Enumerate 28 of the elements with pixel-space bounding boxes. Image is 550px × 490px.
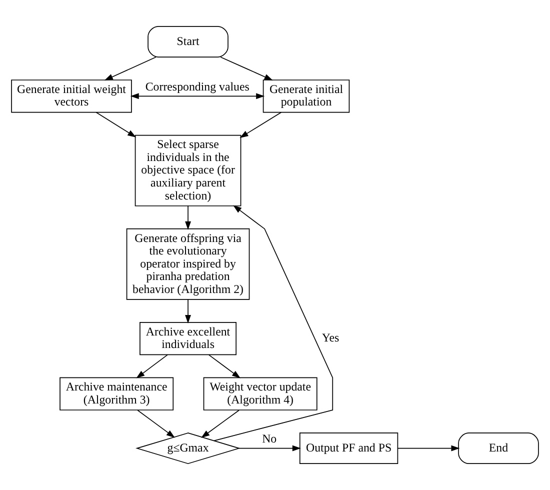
arrow: [185, 299, 191, 324]
arrow: [208, 354, 240, 378]
node-box: End: [458, 432, 539, 464]
edge-label: No: [262, 432, 277, 446]
node-box: Select sparse individuals in the objective space (for auxiliary parent selection): [134, 134, 242, 206]
arrow: [137, 410, 175, 438]
edge-label: Yes: [322, 330, 340, 345]
node-box: Generate initial population: [262, 80, 350, 113]
node-box: Start: [148, 26, 228, 58]
node-box: Weight vector update (Algorithm 4): [203, 377, 318, 410]
arrow: [238, 445, 301, 452]
arrow: [220, 56, 273, 80]
arrow: [397, 445, 460, 452]
node-box: Generate offspring via the evolutionary operator inspired by piranha predation behavior (Algorithm 2): [126, 228, 250, 300]
node-box: Archive excellent individuals: [140, 322, 237, 356]
arrow: [240, 112, 282, 138]
arrow: [201, 410, 240, 438]
arrow: [104, 56, 156, 80]
arrow: [96, 112, 136, 138]
node-box: Output PF and PS: [299, 432, 398, 464]
node-box: Archive maintenance (Algorithm 3): [60, 377, 174, 410]
arrow: [185, 205, 191, 230]
node-box: Generate initial weight vectors: [11, 80, 132, 113]
edge-label: Corresponding values: [145, 79, 250, 94]
arrow: [136, 354, 168, 378]
node-diamond: g≤Gmax: [136, 432, 241, 464]
arrow: [214, 205, 334, 442]
arrow: [130, 93, 265, 100]
